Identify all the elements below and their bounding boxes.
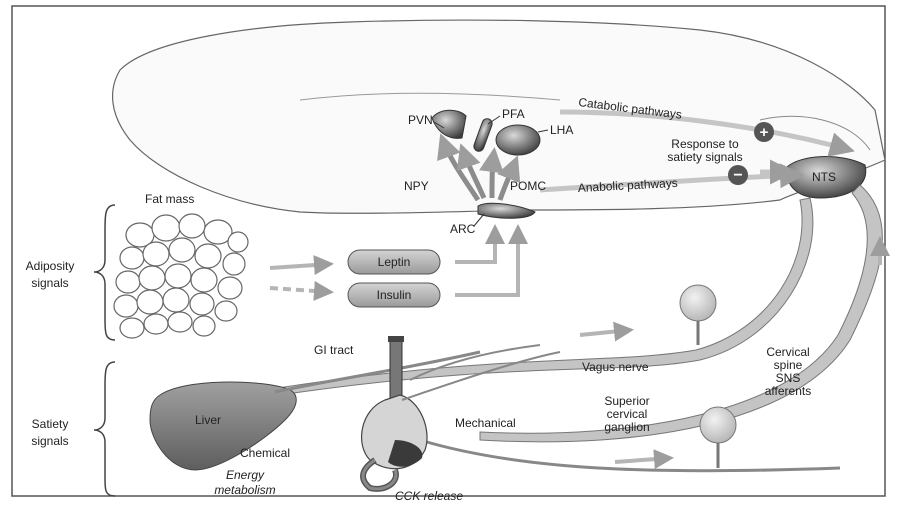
superior-cervical-ganglion-line3: ganglion [604, 420, 649, 434]
response-label-line2: satiety signals [667, 150, 742, 164]
adiposity-label-line2: signals [31, 276, 68, 290]
superior-cervical-ganglion-shape [700, 407, 736, 443]
satiety-brace [94, 362, 115, 496]
pvn-label: PVN [408, 113, 433, 127]
satiety-label-line1: Satiety [32, 417, 69, 431]
cck-release-label: CCK release [395, 489, 463, 503]
arc-leader-line [474, 214, 484, 226]
cervical-spine-label-line3: SNS [776, 371, 801, 385]
esophagus [390, 340, 402, 400]
energy-metabolism-label-line1: Energy [226, 468, 265, 482]
arc-label: ARC [450, 222, 476, 236]
adiposity-brace [94, 205, 115, 340]
cervical-spine-label-line2: spine [774, 358, 803, 372]
vagus-nerve-label: Vagus nerve [582, 360, 649, 374]
sns-ascending-arrow [615, 458, 670, 462]
response-label-line1: Response to [671, 137, 739, 151]
pfa-label: PFA [502, 107, 525, 121]
satiety-label-line2: signals [31, 434, 68, 448]
sns-nerve [420, 440, 840, 471]
energy-metabolism-label-line2: metabolism [214, 483, 275, 497]
gi-tract-label: GI tract [314, 343, 354, 357]
nts-descending-nerve-outer [480, 185, 882, 442]
fat-to-insulin-arrow [270, 288, 330, 292]
fat-mass-label: Fat mass [145, 192, 194, 206]
lha-label: LHA [550, 123, 573, 137]
vagus-ascending-arrow [580, 330, 630, 335]
superior-cervical-ganglion-line2: cervical [607, 407, 648, 421]
fat-to-leptin-arrow [270, 264, 330, 268]
superior-cervical-ganglion-line1: Superior [604, 394, 649, 408]
adiposity-label-line1: Adiposity [26, 259, 75, 273]
mechanical-label: Mechanical [455, 416, 516, 430]
pomc-label: POMC [510, 179, 546, 193]
cervical-spine-label-line1: Cervical [766, 345, 809, 359]
nts-label: NTS [812, 170, 836, 184]
plus-sign: + [760, 124, 769, 141]
liver-label: Liver [195, 413, 221, 427]
cervical-spine-label-line4: afferents [765, 384, 811, 398]
esophagus-top [388, 336, 404, 342]
nodose-ganglion [680, 285, 716, 321]
leptin-label: Leptin [378, 255, 411, 269]
insulin-label: Insulin [377, 288, 412, 302]
npy-label: NPY [404, 179, 429, 193]
minus-sign: − [733, 167, 742, 184]
fat-mass-cells [114, 214, 248, 338]
lha-nucleus [496, 125, 540, 155]
chemical-label: Chemical [240, 446, 290, 460]
